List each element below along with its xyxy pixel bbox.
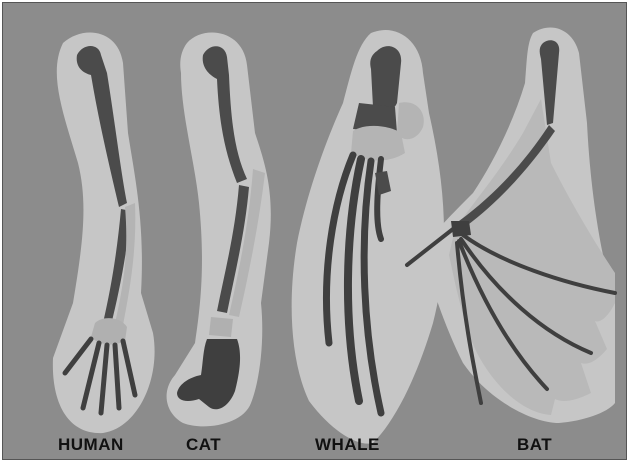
whale-humerus [370,46,401,112]
human-label: HUMAN [58,435,124,455]
limbs-illustration [3,3,626,459]
cat-carpals [209,317,233,337]
whale-flipper [292,30,444,444]
cat-leg [167,33,271,427]
whale-carpals [351,126,405,161]
whale-label: WHALE [315,435,380,455]
bat-label: BAT [517,435,552,455]
human-arm [53,32,155,433]
cat-label: CAT [186,435,221,455]
